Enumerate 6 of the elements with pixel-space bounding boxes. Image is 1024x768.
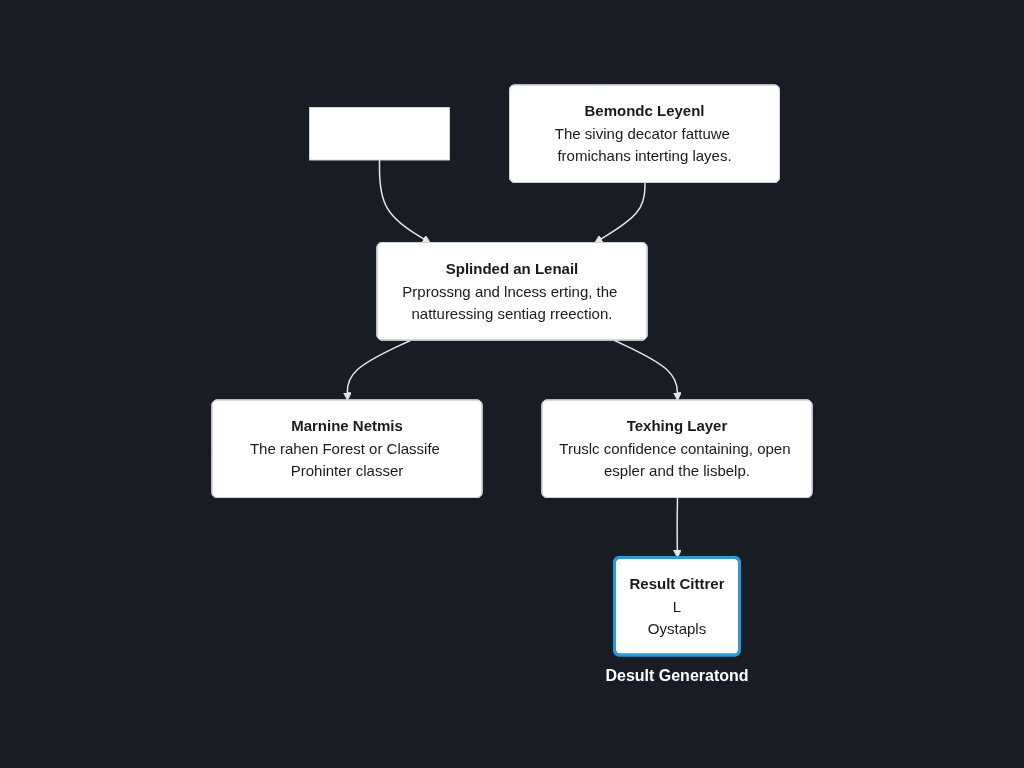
node-box xyxy=(309,107,450,161)
arrow xyxy=(594,182,646,244)
arrow xyxy=(378,159,431,244)
arrow xyxy=(613,339,682,401)
arrow xyxy=(342,339,412,401)
node-caption: Desult Generatond xyxy=(605,667,749,685)
